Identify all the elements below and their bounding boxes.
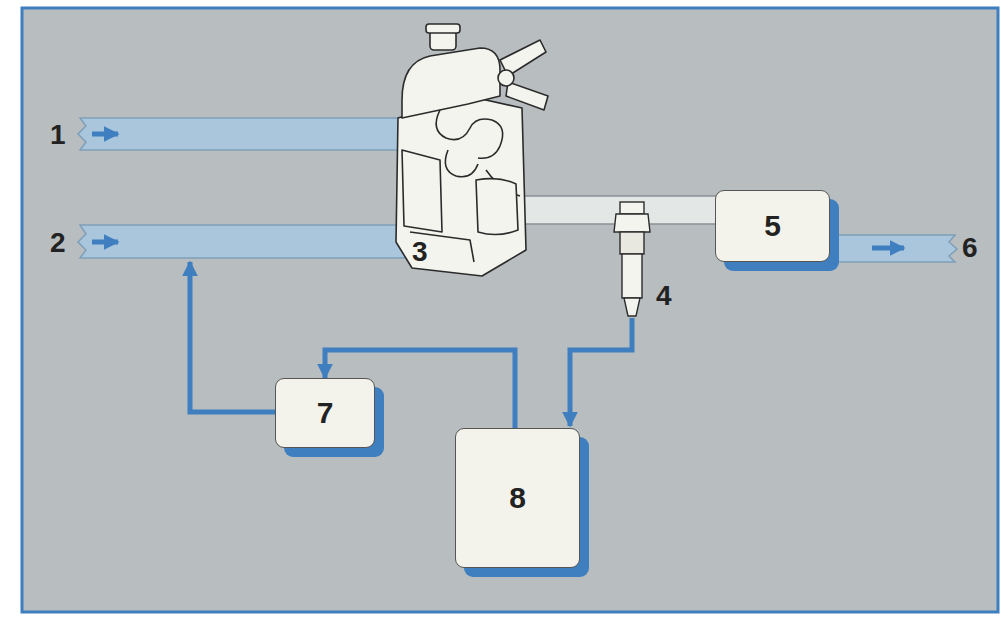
box-number: 8 <box>509 481 526 515</box>
flow-arrow <box>92 132 118 137</box>
flow-arrow <box>872 246 904 251</box>
intake-pipe <box>78 118 410 150</box>
lambda-sensor <box>614 202 650 316</box>
fuel-pipe <box>78 225 410 258</box>
process-box: 5 <box>715 190 830 262</box>
box-number: 5 <box>764 209 781 243</box>
box-number: 7 <box>317 396 334 430</box>
engine <box>396 24 548 276</box>
callout-number: 3 <box>412 238 428 266</box>
control-line <box>190 262 275 412</box>
process-box: 7 <box>275 378 375 448</box>
callout-number: 4 <box>656 282 672 310</box>
process-box: 8 <box>455 428 580 568</box>
signal-line <box>570 318 632 426</box>
outlet-pipe <box>825 235 957 262</box>
frame <box>22 8 998 612</box>
callout-number: 6 <box>962 234 978 262</box>
callout-number: 2 <box>50 229 66 257</box>
exhaust-pipe <box>500 196 720 224</box>
callout-number: 1 <box>50 121 66 149</box>
flow-arrow <box>92 240 118 245</box>
